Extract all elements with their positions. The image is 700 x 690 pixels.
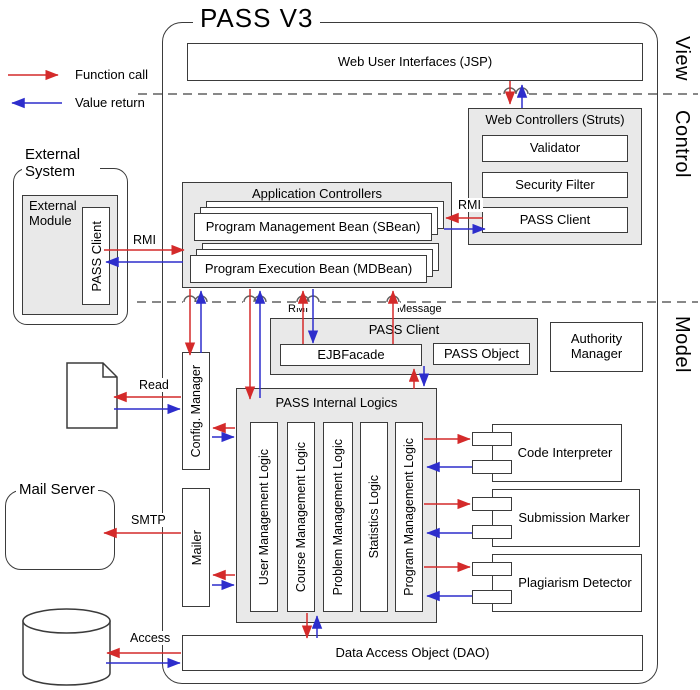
access-label: Access — [128, 631, 173, 645]
section-label-model: Model — [671, 316, 693, 373]
smtp-label: SMTP — [129, 513, 168, 527]
pass-database-cylinder-top — [22, 608, 111, 634]
rmi-external-label: RMI — [131, 233, 158, 247]
component-port — [472, 590, 512, 604]
section-label-view: View — [671, 36, 693, 81]
application-controllers-title: Application Controllers — [251, 186, 383, 201]
legend-function-call-label: Function call — [73, 67, 150, 82]
external-pass-client-box: PASS Client — [82, 207, 110, 305]
validator-label: Validator — [529, 140, 581, 156]
config-manager-box: Config. Manager — [182, 352, 210, 470]
plagiarism-detector-label: Plagiarism Detector — [518, 574, 632, 590]
course-management-logic-label: Course Management Logic — [294, 441, 308, 593]
internal-logics-title: PASS Internal Logics — [275, 395, 398, 410]
web-user-interfaces-box: Web User Interfaces (JSP) — [187, 43, 643, 81]
component-port — [472, 497, 512, 511]
pass-object-label: PASS Object — [444, 345, 519, 361]
web-user-interfaces-label: Web User Interfaces (JSP) — [337, 53, 493, 69]
sbean-label: Program Management Bean (SBean) — [205, 218, 421, 234]
program-management-logic-box: Program Management Logic — [395, 422, 423, 612]
problem-management-logic-box: Problem Management Logic — [323, 422, 353, 612]
statistics-logic-label: Statistics Logic — [367, 475, 381, 559]
component-port — [472, 460, 512, 474]
internal-logics-box: PASS Internal Logics User Management Log… — [236, 388, 437, 623]
submission-marker-label: Submission Marker — [518, 509, 630, 525]
mailer-box: Mailer — [182, 488, 210, 607]
read-label: Read — [137, 378, 171, 392]
config-manager-label: Config. Manager — [189, 364, 203, 458]
program-management-logic-label: Program Management Logic — [402, 438, 416, 596]
message-label: Message — [397, 303, 442, 315]
statistics-logic-box: Statistics Logic — [360, 422, 388, 612]
security-filter-box: Security Filter — [482, 172, 628, 198]
mailer-label: Mailer — [188, 529, 204, 566]
model-pass-client-box: PASS Client EJBFacade PASS Object — [270, 318, 538, 375]
model-pass-client-title: PASS Client — [368, 322, 440, 337]
web-controllers-title: Web Controllers (Struts) — [485, 112, 625, 127]
web-pass-client-label: PASS Client — [519, 211, 591, 227]
component-port — [472, 525, 512, 539]
sbean-box: Program Management Bean (SBean) — [194, 213, 432, 241]
external-system-label: External System — [22, 146, 100, 181]
legend-value-return-label: Value return — [73, 95, 147, 110]
user-management-logic-label: User Management Logic — [257, 448, 271, 586]
authority-manager-label: Authority Manager — [570, 331, 623, 361]
section-label-control: Control — [671, 110, 693, 178]
ejb-facade-label: EJBFacade — [317, 346, 385, 362]
mail-server-label: Mail Server — [16, 481, 98, 499]
validator-box: Validator — [482, 135, 628, 162]
dao-box: Data Access Object (DAO) — [182, 635, 643, 671]
mdbean-box: Program Execution Bean (MDBean) — [190, 255, 427, 283]
config-files-label: Config files — [76, 389, 114, 419]
course-management-logic-box: Course Management Logic — [287, 422, 315, 612]
mdbean-label: Program Execution Bean (MDBean) — [204, 260, 413, 276]
page-title: PASS V3 — [193, 3, 321, 34]
web-pass-client-box: PASS Client — [482, 207, 628, 233]
problem-management-logic-label: Problem Management Logic — [331, 438, 345, 596]
external-pass-client-label: PASS Client — [88, 220, 104, 292]
mail-server-box — [5, 490, 115, 570]
rmi-web-label: RMI — [456, 198, 483, 212]
pass-database-label: PASS Database — [41, 636, 98, 666]
component-port — [472, 432, 512, 446]
system-boundary — [162, 22, 658, 684]
external-module-label: External Module — [29, 198, 77, 228]
security-filter-label: Security Filter — [515, 176, 595, 192]
component-port — [472, 562, 512, 576]
submission-marker-box: Submission Marker — [492, 489, 640, 547]
ejb-facade-box: EJBFacade — [280, 344, 422, 366]
web-controllers-box: Web Controllers (Struts) Validator Secur… — [468, 108, 642, 245]
authority-manager-box: Authority Manager — [550, 322, 643, 372]
rmi-model-label: RMI — [288, 303, 309, 315]
code-interpreter-label: Code Interpreter — [517, 444, 613, 460]
code-interpreter-box: Code Interpreter — [492, 424, 622, 482]
user-management-logic-box: User Management Logic — [250, 422, 278, 612]
pass-object-box: PASS Object — [433, 343, 530, 365]
dao-label: Data Access Object (DAO) — [335, 644, 490, 660]
plagiarism-detector-box: Plagiarism Detector — [492, 554, 642, 612]
